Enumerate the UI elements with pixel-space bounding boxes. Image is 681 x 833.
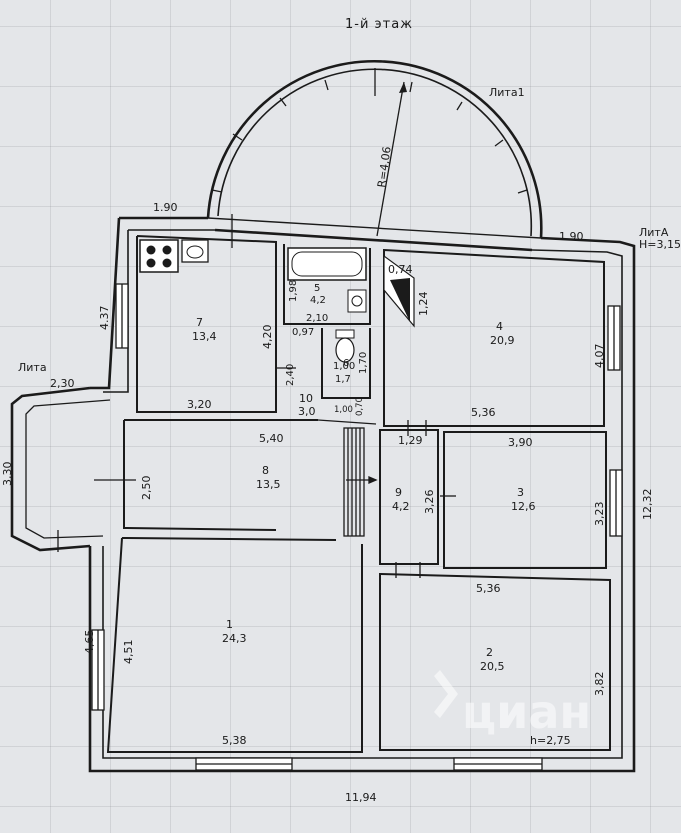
bath-sink-icon xyxy=(347,289,367,313)
plan-title: 1-й этаж xyxy=(345,17,413,32)
dim-4-37: 4.37 xyxy=(98,306,111,331)
svg-text:4: 4 xyxy=(496,320,503,333)
dim-1-00-a: 1,00 xyxy=(333,361,355,372)
door-marks xyxy=(94,214,456,578)
svg-text:3: 3 xyxy=(517,486,524,499)
svg-text:1: 1 xyxy=(226,618,233,631)
chimney-shape xyxy=(383,254,415,328)
dim-2-40: 2,40 xyxy=(285,364,296,386)
bay-window xyxy=(206,59,543,239)
dim-3-30: 3,30 xyxy=(1,462,14,487)
dim-2-30: 2,30 xyxy=(50,377,75,390)
lit-a-left-label: Лита xyxy=(18,361,47,374)
svg-text:13,4: 13,4 xyxy=(192,330,217,343)
dim-3-23: 3,23 xyxy=(593,502,606,527)
left-annex xyxy=(10,386,111,552)
dim-3-82: 3,82 xyxy=(593,672,606,697)
svg-text:1,7: 1,7 xyxy=(335,374,351,385)
dim-1-00-b: 1,00 xyxy=(334,405,353,415)
svg-text:9: 9 xyxy=(395,486,402,499)
cian-watermark: циан xyxy=(434,670,591,739)
room-9-label: 9 4,2 xyxy=(392,486,410,513)
stove-icon xyxy=(139,239,179,273)
bay-window-mullions xyxy=(211,79,528,194)
svg-text:13,5: 13,5 xyxy=(256,478,281,491)
dim-0-70: 0,70 xyxy=(355,397,365,416)
dim-3-26: 3,26 xyxy=(423,490,436,515)
svg-text:20,5: 20,5 xyxy=(480,660,505,673)
radius-label: R=4,06 xyxy=(375,146,394,189)
room-2-label: 2 20,5 xyxy=(480,646,505,673)
dim-5-36-top: 5,36 xyxy=(471,406,496,419)
lit-a1-label: Лита1 xyxy=(489,86,525,99)
dim-5-40: 5,40 xyxy=(259,432,284,445)
room-5-label: 5 4,2 xyxy=(310,283,326,306)
svg-text:20,9: 20,9 xyxy=(490,334,515,347)
dim-11-94: 11,94 xyxy=(345,791,377,804)
svg-text:7: 7 xyxy=(196,316,203,329)
bathtub-icon xyxy=(287,247,367,281)
svg-text:3,0: 3,0 xyxy=(298,405,316,418)
dim-1-98: 1,98 xyxy=(288,280,299,302)
dim-3-20: 3,20 xyxy=(187,398,212,411)
svg-text:6: 6 xyxy=(343,358,349,369)
svg-text:5: 5 xyxy=(314,283,320,294)
svg-text:24,3: 24,3 xyxy=(222,632,247,645)
svg-text:4,2: 4,2 xyxy=(392,500,410,513)
svg-text:8: 8 xyxy=(262,464,269,477)
toilet-icon xyxy=(335,329,355,363)
room-6-label: 6 1,7 xyxy=(335,358,351,385)
room-3-label: 3 12,6 xyxy=(511,486,536,513)
room-10-label: 10 3,0 xyxy=(298,392,316,418)
room-4-label: 4 20,9 xyxy=(490,320,515,347)
dim-4-51: 4,51 xyxy=(122,640,135,665)
svg-text:12,6: 12,6 xyxy=(511,500,536,513)
dim-2-10: 2,10 xyxy=(306,313,328,324)
room-7-label: 7 13,4 xyxy=(192,316,217,343)
dim-5-36-mid: 5,36 xyxy=(476,582,501,595)
dim-0-97: 0,97 xyxy=(292,327,314,338)
height-bottom-label: h=2,75 xyxy=(530,734,571,747)
dim-5-38: 5,38 xyxy=(222,734,247,747)
stairs xyxy=(343,427,378,537)
dim-1-29: 1,29 xyxy=(398,434,423,447)
svg-text:2: 2 xyxy=(486,646,493,659)
svg-text:циан: циан xyxy=(462,685,591,739)
dim-12-32: 12,32 xyxy=(641,489,654,521)
room-1-label: 1 24,3 xyxy=(222,618,247,645)
dim-1-70: 1,70 xyxy=(358,352,369,374)
height-right-label: H=3,15 xyxy=(639,238,681,251)
windows xyxy=(91,283,623,771)
room-8-label: 8 13,5 xyxy=(256,464,281,491)
dim-1-24: 1,24 xyxy=(417,292,430,317)
dim-4-07: 4,07 xyxy=(593,344,606,369)
radius-line xyxy=(376,81,405,237)
dim-2-50: 2,50 xyxy=(140,476,153,501)
kitchen-sink-icon xyxy=(181,239,209,263)
lit-a-right-label: ЛитА xyxy=(639,226,669,239)
dim-0-74: 0,74 xyxy=(388,263,413,276)
dim-1-90-right: 1.90 xyxy=(559,230,584,243)
svg-text:10: 10 xyxy=(299,392,313,405)
interior-walls xyxy=(106,235,611,753)
dim-1-90-left: 1.90 xyxy=(153,201,178,214)
dim-4-20: 4,20 xyxy=(261,325,274,350)
svg-text:4,2: 4,2 xyxy=(310,295,326,306)
dim-3-90: 3,90 xyxy=(508,436,533,449)
dim-4-65: 4,65 xyxy=(83,630,96,655)
